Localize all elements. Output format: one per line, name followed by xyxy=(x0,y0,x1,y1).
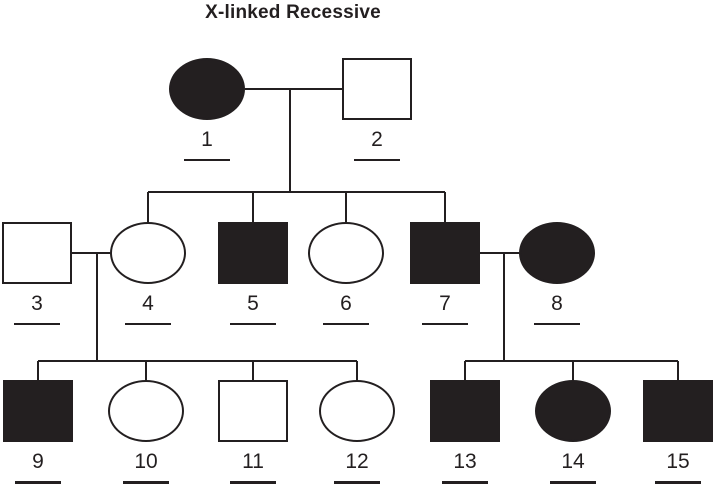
answer-blank-individual-14 xyxy=(550,481,596,484)
answer-blank-individual-4 xyxy=(125,323,171,325)
individual-13-affected-male xyxy=(430,380,500,442)
individual-number-label: 3 xyxy=(31,292,43,315)
individual-5-affected-male xyxy=(218,222,288,284)
answer-blank-individual-11 xyxy=(230,481,276,484)
individual-number-label: 7 xyxy=(439,292,451,315)
answer-blank-individual-8 xyxy=(534,323,580,325)
individual-number-label: 15 xyxy=(666,450,690,473)
answer-blank-individual-10 xyxy=(123,481,169,484)
answer-blank-individual-5 xyxy=(230,323,276,325)
individual-number-label: 14 xyxy=(561,450,585,473)
individual-6-unaffected-female xyxy=(308,222,384,284)
individual-number-label: 11 xyxy=(242,450,264,473)
individual-10-unaffected-female xyxy=(108,380,184,442)
individual-number-label: 10 xyxy=(134,450,158,473)
individual-3-unaffected-male xyxy=(2,222,72,284)
individual-number-label: 13 xyxy=(453,450,477,473)
individual-11-unaffected-male xyxy=(218,380,288,442)
answer-blank-individual-3 xyxy=(14,323,60,325)
individual-number-label: 8 xyxy=(551,292,563,315)
answer-blank-individual-15 xyxy=(655,481,701,484)
answer-blank-individual-2 xyxy=(354,159,400,161)
individual-1-affected-female xyxy=(169,58,245,120)
answer-blank-individual-12 xyxy=(334,481,380,484)
answer-blank-individual-13 xyxy=(442,481,488,484)
individual-number-label: 6 xyxy=(340,292,352,315)
individual-8-affected-female xyxy=(519,222,595,284)
individual-number-label: 4 xyxy=(142,292,154,315)
answer-blank-individual-7 xyxy=(422,323,468,325)
individual-14-affected-female xyxy=(535,380,611,442)
answer-blank-individual-1 xyxy=(184,159,230,161)
individual-number-label: 12 xyxy=(345,450,369,473)
diagram-title: X-linked Recessive xyxy=(205,2,381,23)
individual-2-unaffected-male xyxy=(342,58,412,120)
individual-15-affected-male xyxy=(643,380,713,442)
individual-4-unaffected-female xyxy=(110,222,186,284)
individual-9-affected-male xyxy=(3,380,73,442)
answer-blank-individual-9 xyxy=(15,481,61,484)
individual-number-label: 1 xyxy=(201,128,213,151)
answer-blank-individual-6 xyxy=(323,323,369,325)
individual-12-unaffected-female xyxy=(319,380,395,442)
individual-number-label: 2 xyxy=(371,128,383,151)
individual-number-label: 9 xyxy=(32,450,44,473)
individual-7-affected-male xyxy=(410,222,480,284)
individual-number-label: 5 xyxy=(247,292,259,315)
